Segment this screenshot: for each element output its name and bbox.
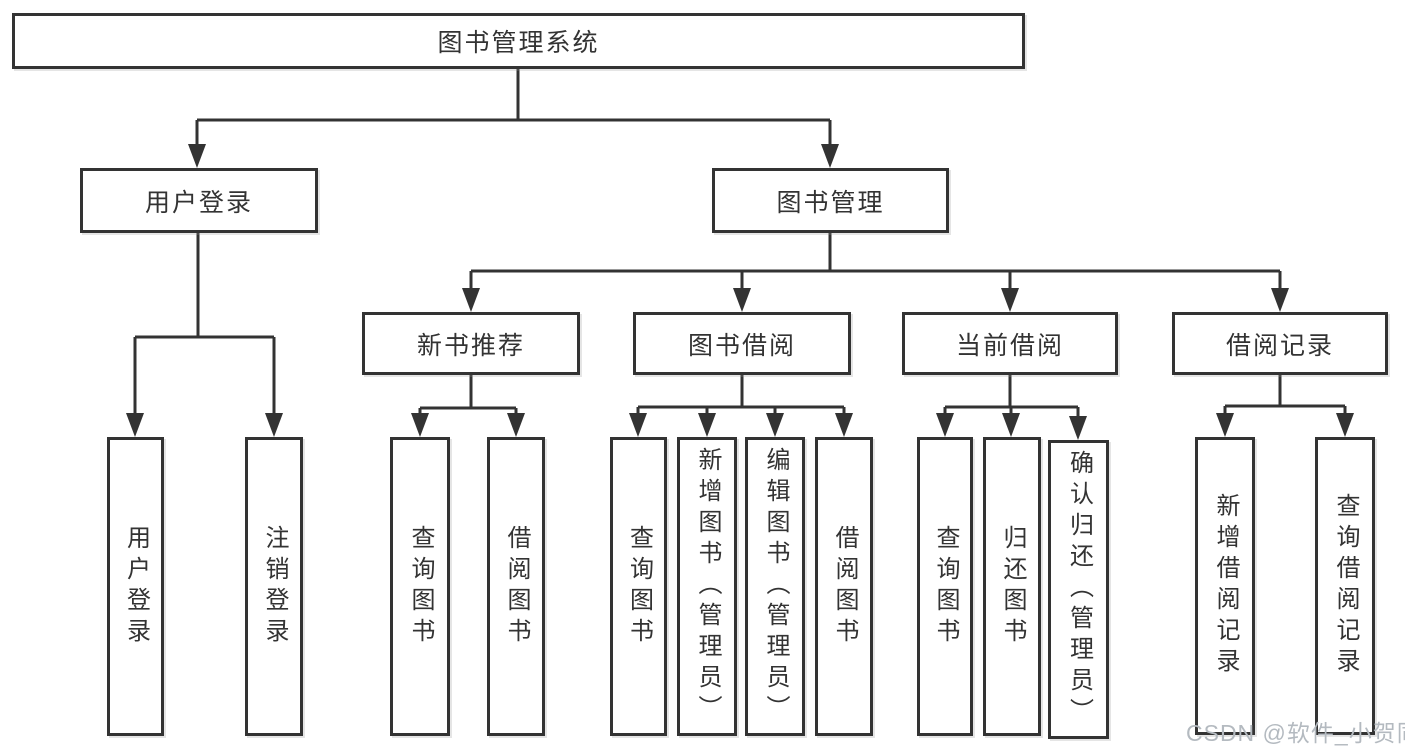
leaf-query-borrow-record: 查询借阅记录 <box>1315 437 1375 735</box>
node-label: 查询图书 <box>625 524 653 649</box>
arrowheads-currentborrow-children <box>936 413 1087 440</box>
arrowheads-level2 <box>188 144 839 168</box>
connector-root-to-level2 <box>195 68 832 146</box>
connector-userlogin-children <box>133 233 276 414</box>
arrowheads-level3 <box>462 288 1289 312</box>
leaf-query-books: 查询图书 <box>610 437 667 736</box>
node-label: 图书借阅 <box>687 331 796 360</box>
node-user-login: 用户登录 <box>80 168 318 233</box>
node-book-management: 图书管理 <box>712 168 949 233</box>
node-label: 用户登录 <box>122 524 150 649</box>
node-library-system: 图书管理系统 <box>12 13 1025 69</box>
node-current-borrowing: 当前借阅 <box>902 312 1118 375</box>
leaf-logout-login: 注销登录 <box>245 437 303 736</box>
node-label: 借阅记录 <box>1225 331 1334 360</box>
connector-newbook-children <box>418 375 518 414</box>
node-label: 新增图书（管理员） <box>694 447 721 726</box>
connector-records-children <box>1223 375 1347 414</box>
leaf-add-books-admin: 新增图书（管理员） <box>677 437 737 736</box>
node-label: 确认归还（管理员） <box>1065 450 1093 729</box>
leaf-query-books: 查询图书 <box>917 437 973 736</box>
node-new-book-recommendation: 新书推荐 <box>362 312 580 375</box>
node-label: 新增借阅记录 <box>1212 493 1239 679</box>
leaf-borrow-books: 借阅图书 <box>815 437 873 736</box>
node-label: 借阅图书 <box>831 524 858 649</box>
node-label: 当前借阅 <box>955 331 1064 360</box>
node-label: 注销登录 <box>261 524 288 649</box>
watermark-text: CSDN @软件_小贺同学 <box>1186 720 1405 746</box>
node-label: 图书管理 <box>776 188 885 217</box>
leaf-query-books: 查询图书 <box>390 437 450 736</box>
leaf-edit-books-admin: 编辑图书（管理员） <box>745 437 805 736</box>
leaf-user-login: 用户登录 <box>107 437 164 736</box>
node-label: 借阅图书 <box>503 524 530 649</box>
leaf-confirm-return-admin: 确认归还（管理员） <box>1048 440 1109 739</box>
node-label: 图书管理系统 <box>437 29 600 57</box>
node-borrowing-records: 借阅记录 <box>1172 312 1388 375</box>
leaf-borrow-books: 借阅图书 <box>487 437 545 736</box>
node-label: 编辑图书（管理员） <box>762 447 789 726</box>
arrowheads-userlogin-children <box>126 413 283 437</box>
arrowheads-bookborrow-children <box>629 413 853 437</box>
connector-bookmgmt-level3 <box>469 233 1282 289</box>
node-book-borrowing: 图书借阅 <box>633 312 851 375</box>
node-label: 查询借阅记录 <box>1332 493 1359 679</box>
node-label: 新书推荐 <box>416 331 525 360</box>
connector-bookborrow-children <box>636 375 846 414</box>
node-label: 用户登录 <box>144 188 253 217</box>
leaf-return-books: 归还图书 <box>983 437 1041 736</box>
arrowheads-newbook-children <box>411 413 525 437</box>
connector-currentborrow-children <box>943 375 1080 416</box>
leaf-add-borrow-record: 新增借阅记录 <box>1195 437 1255 735</box>
node-label: 查询图书 <box>407 524 434 649</box>
node-label: 查询图书 <box>932 524 959 649</box>
arrowheads-records-children <box>1216 413 1354 437</box>
node-label: 归还图书 <box>999 524 1026 649</box>
